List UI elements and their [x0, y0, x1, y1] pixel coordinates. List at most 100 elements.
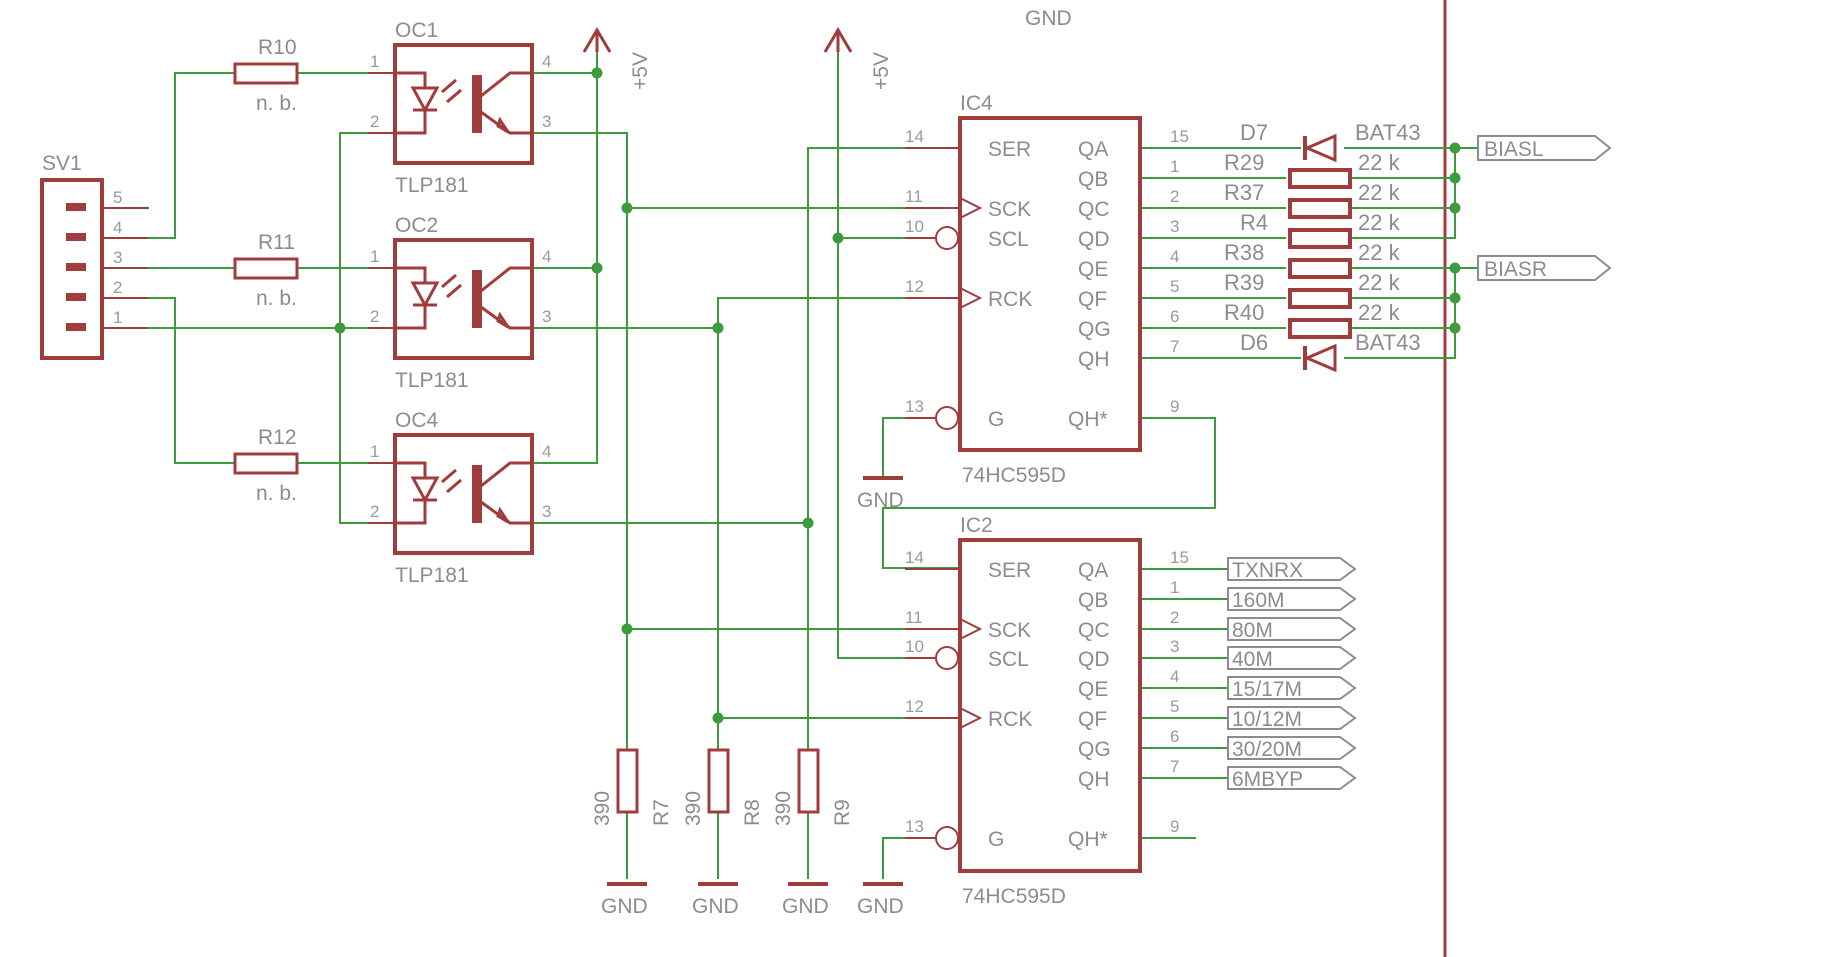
svg-text:R29: R29 — [1224, 150, 1264, 175]
svg-text:QH*: QH* — [1068, 408, 1108, 431]
svg-text:74HC595D: 74HC595D — [962, 885, 1066, 908]
svg-text:SER: SER — [988, 138, 1031, 161]
svg-text:QF: QF — [1078, 708, 1107, 731]
svg-text:5: 5 — [113, 188, 122, 207]
port-6mbyp: 6MBYP — [1227, 766, 1357, 791]
svg-text:OC1: OC1 — [395, 19, 438, 42]
svg-text:15/17M: 15/17M — [1232, 678, 1302, 701]
svg-text:D7: D7 — [1240, 120, 1268, 145]
band-ports: TXNRX 160M 80M 40M 15/17M 10/12M 30/20M — [1227, 557, 1357, 791]
svg-text:22 k: 22 k — [1358, 180, 1401, 205]
svg-text:n. b.: n. b. — [256, 287, 297, 310]
svg-text:6: 6 — [1170, 727, 1179, 746]
svg-text:2: 2 — [370, 502, 379, 521]
svg-text:12: 12 — [905, 277, 924, 296]
svg-text:4: 4 — [542, 52, 551, 71]
svg-text:SCL: SCL — [988, 228, 1029, 251]
svg-text:14: 14 — [905, 548, 924, 567]
svg-text:22 k: 22 k — [1358, 300, 1401, 325]
svg-text:R38: R38 — [1224, 240, 1264, 265]
svg-text:QA: QA — [1078, 138, 1108, 161]
svg-text:3: 3 — [1170, 217, 1179, 236]
svg-text:6: 6 — [1170, 307, 1179, 326]
svg-text:40M: 40M — [1232, 648, 1273, 671]
resistor-r11: R11 n. b. — [233, 231, 299, 310]
svg-text:3: 3 — [113, 248, 122, 267]
port-10-12m: 10/12M — [1227, 706, 1357, 731]
resistor-r39: R39 22 k — [1224, 270, 1401, 309]
svg-text:SCL: SCL — [988, 648, 1029, 671]
svg-text:390: 390 — [591, 791, 614, 826]
svg-text:22 k: 22 k — [1358, 150, 1401, 175]
svg-text:SER: SER — [988, 559, 1031, 582]
svg-text:4: 4 — [113, 218, 122, 237]
resistor-r12: R12 n. b. — [233, 426, 299, 505]
svg-text:QF: QF — [1078, 288, 1107, 311]
svg-text:n. b.: n. b. — [256, 482, 297, 505]
svg-text:14: 14 — [905, 127, 924, 146]
resistor-r10: R10 n. b. — [233, 36, 299, 115]
svg-text:OC2: OC2 — [395, 214, 438, 237]
svg-text:IC4: IC4 — [960, 92, 993, 115]
diode-d6: D6 BAT43 — [1240, 330, 1421, 373]
svg-text:n. b.: n. b. — [256, 92, 297, 115]
optocoupler-oc1: OC1 TLP181 1 2 4 3 — [368, 19, 551, 197]
vcc-symbol-right: +5V — [823, 27, 893, 90]
svg-text:10: 10 — [905, 637, 924, 656]
junctions — [334, 67, 1461, 724]
svg-text:BAT43: BAT43 — [1355, 330, 1421, 355]
resistor-r37: R37 22 k — [1224, 180, 1401, 219]
svg-text:4: 4 — [1170, 667, 1179, 686]
svg-text:GND: GND — [782, 895, 829, 918]
resistor-r7: 390 R7 — [591, 748, 673, 826]
svg-text:QB: QB — [1078, 168, 1108, 191]
svg-text:9: 9 — [1170, 397, 1179, 416]
bias-network: D7 BAT43 R29 22 k R37 22 k R4 22 k R38 2… — [1224, 120, 1421, 373]
svg-text:R12: R12 — [258, 426, 297, 449]
svg-text:22 k: 22 k — [1358, 240, 1401, 265]
svg-text:TLP181: TLP181 — [395, 174, 469, 197]
svg-text:15: 15 — [1170, 548, 1189, 567]
svg-text:3: 3 — [542, 502, 551, 521]
svg-text:80M: 80M — [1232, 619, 1273, 642]
svg-text:390: 390 — [772, 791, 795, 826]
connector-pins: 5 4 3 2 1 — [66, 188, 148, 331]
svg-text:D6: D6 — [1240, 330, 1268, 355]
svg-text:+5V: +5V — [870, 52, 893, 90]
svg-text:R8: R8 — [741, 799, 764, 826]
gnd-symbols: GND GND GND GND GND — [601, 476, 904, 918]
svg-text:12: 12 — [905, 697, 924, 716]
svg-text:2: 2 — [1170, 608, 1179, 627]
svg-text:R40: R40 — [1224, 300, 1264, 325]
svg-text:2: 2 — [370, 112, 379, 131]
svg-text:5: 5 — [1170, 277, 1179, 296]
svg-text:+5V: +5V — [629, 52, 652, 90]
svg-text:15: 15 — [1170, 127, 1189, 146]
svg-text:13: 13 — [905, 817, 924, 836]
connector-sv1: SV1 5 4 3 2 1 — [40, 152, 148, 360]
svg-text:BIASL: BIASL — [1484, 138, 1544, 161]
svg-text:7: 7 — [1170, 337, 1179, 356]
svg-text:1: 1 — [113, 308, 122, 327]
diode-d7: D7 BAT43 — [1240, 120, 1421, 163]
resistor-r38: R38 22 k — [1224, 240, 1401, 279]
optocoupler-oc4: OC4 TLP181 1 2 4 3 — [368, 409, 551, 587]
svg-text:4: 4 — [542, 247, 551, 266]
svg-text:11: 11 — [905, 187, 923, 206]
svg-text:10/12M: 10/12M — [1232, 708, 1302, 731]
resistor-r9: 390 R9 — [772, 748, 854, 826]
svg-text:3: 3 — [1170, 637, 1179, 656]
svg-text:13: 13 — [905, 397, 924, 416]
svg-text:R7: R7 — [650, 799, 673, 826]
shift-register-ic4: IC4 74HC595D 14 SER 11 SCK 10 SCL 12 RCK… — [905, 92, 1189, 487]
svg-text:G: G — [988, 828, 1004, 851]
svg-text:G: G — [988, 408, 1004, 431]
resistor-r4: R4 22 k — [1240, 210, 1401, 249]
svg-text:TXNRX: TXNRX — [1232, 559, 1303, 582]
resistor-r8: 390 R8 — [682, 748, 764, 826]
svg-text:GND: GND — [601, 895, 648, 918]
svg-text:QB: QB — [1078, 589, 1108, 612]
svg-text:TLP181: TLP181 — [395, 369, 469, 392]
svg-text:30/20M: 30/20M — [1232, 738, 1302, 761]
svg-text:QG: QG — [1078, 318, 1111, 341]
